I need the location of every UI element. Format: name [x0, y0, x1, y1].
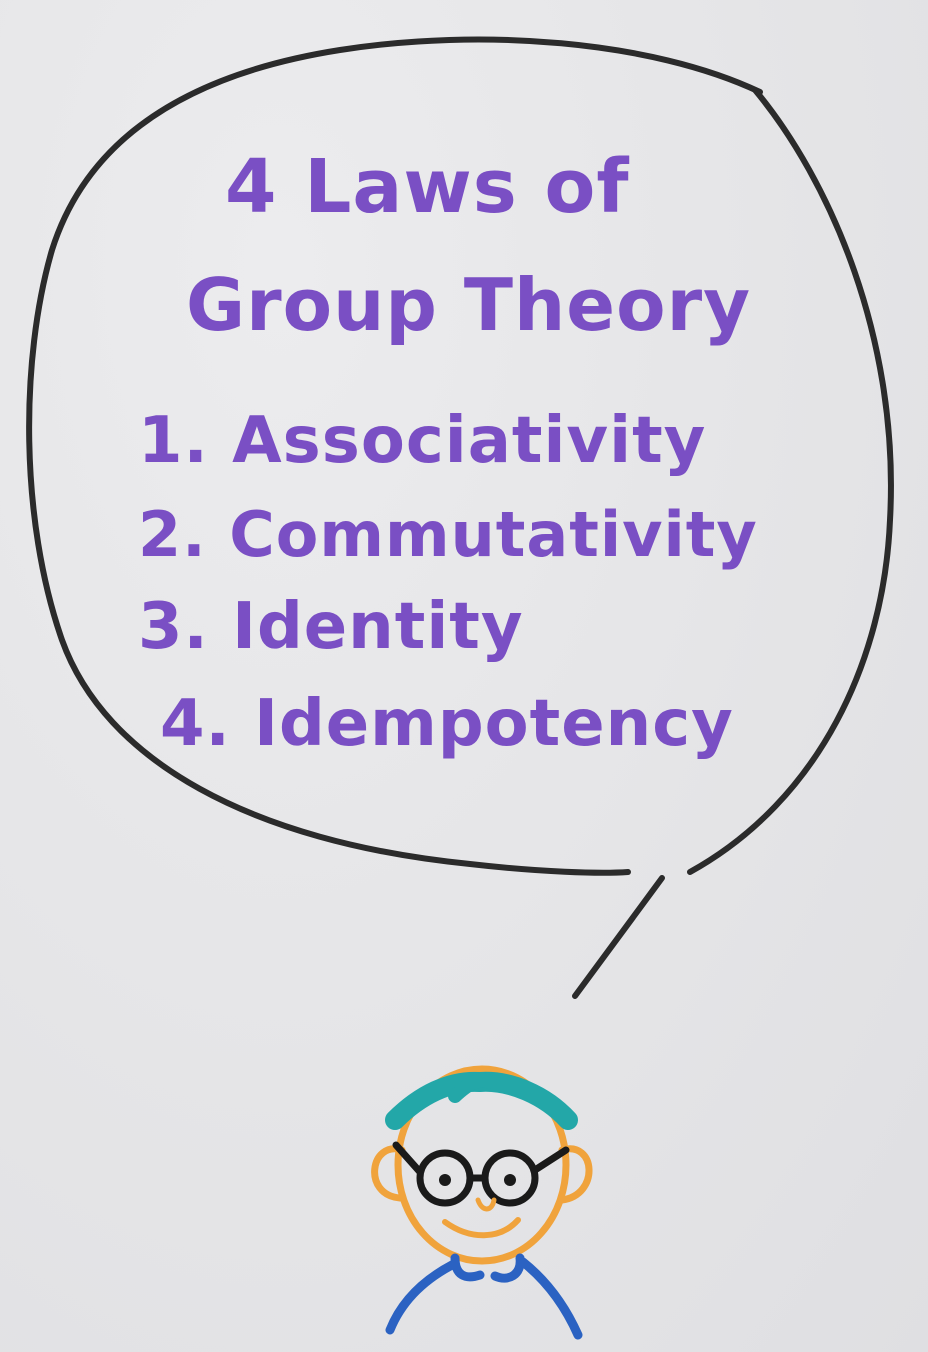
note-item-4: 4. Idempotency — [160, 687, 734, 761]
hair-tuft — [448, 1073, 497, 1103]
note-item-3: 3. Identity — [138, 590, 524, 664]
head — [394, 1065, 570, 1265]
left-ear — [371, 1145, 406, 1202]
note-title-line1: 4 Laws of — [225, 144, 630, 230]
note-title-line2: Group Theory — [186, 263, 751, 347]
speech-bubble — [26, 36, 763, 876]
note-item-2: 2. Commutativity — [138, 498, 758, 571]
right-ear — [558, 1145, 593, 1204]
glasses-icon — [392, 1141, 570, 1207]
speech-bubble-right — [687, 87, 894, 875]
nose — [475, 1197, 497, 1212]
character-illustration — [371, 1065, 593, 1340]
speech-bubble-tail — [572, 875, 665, 999]
note-item-1: 1. Associativity — [138, 404, 706, 478]
shirt-right — [518, 1257, 583, 1340]
shirt-collar-left — [450, 1253, 485, 1282]
smile — [442, 1217, 521, 1239]
shirt-left — [385, 1260, 457, 1335]
